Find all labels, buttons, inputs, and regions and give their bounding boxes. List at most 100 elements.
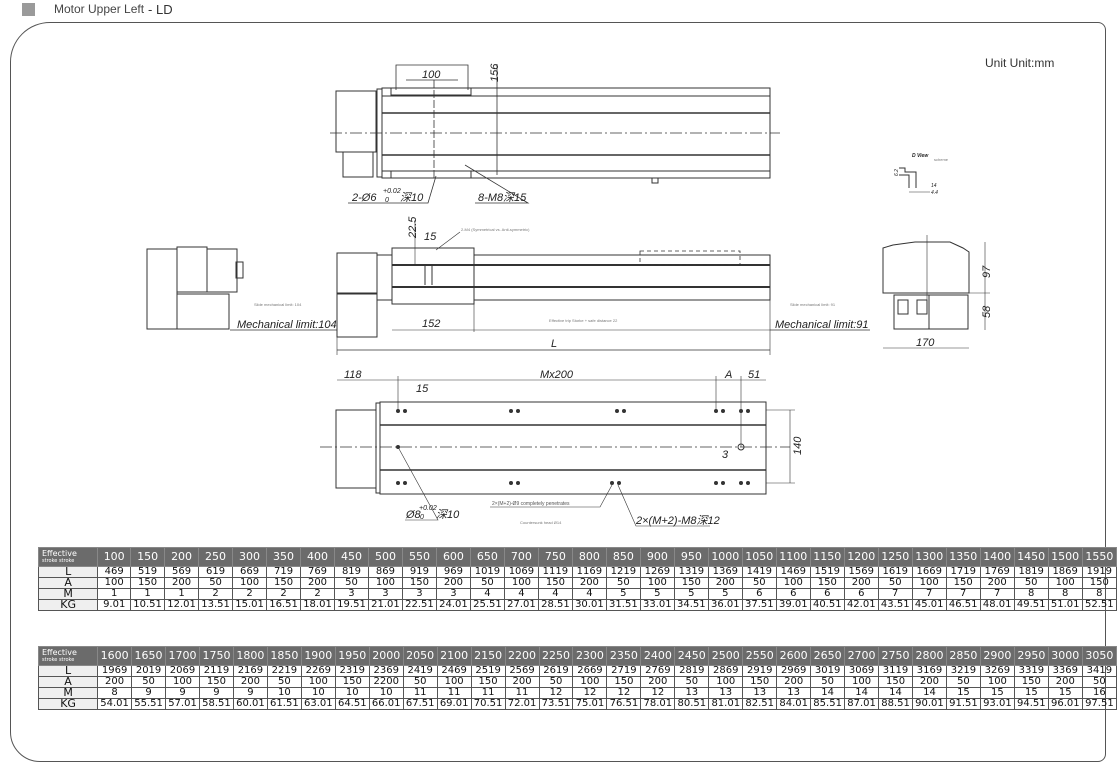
table-cell: 13 xyxy=(742,687,778,699)
table-cell: 52.51 xyxy=(1081,599,1117,611)
table-cell: 10 xyxy=(300,687,336,699)
table-cell: 11 xyxy=(402,687,438,699)
table-cell: 2 xyxy=(198,588,234,600)
table-cell: 11 xyxy=(470,687,506,699)
table-cell: 50 xyxy=(334,577,369,589)
table-cell: 1569 xyxy=(843,566,879,578)
table-cell: 2519 xyxy=(470,665,506,677)
table-cell: 25.51 xyxy=(469,599,505,611)
bolt-hole xyxy=(617,481,621,485)
table-cell: 100 xyxy=(708,676,744,688)
table-cell: 42.01 xyxy=(843,599,879,611)
table-cell: 150 xyxy=(198,676,234,688)
table-cell: 150 xyxy=(673,577,709,589)
bolt-holes xyxy=(396,409,750,485)
table-cell: 2 xyxy=(300,588,335,600)
table-cell: 569 xyxy=(164,566,200,578)
bolt-hole xyxy=(403,409,407,413)
table-cell: 91.51 xyxy=(945,698,981,710)
stroke-header: 1500 xyxy=(1047,547,1083,567)
section-title: Motor Upper Left xyxy=(54,2,145,16)
dim-170: 170 xyxy=(916,337,935,349)
stroke-header: 800 xyxy=(571,547,607,567)
table-cell: 14 xyxy=(810,687,846,699)
row-label: L xyxy=(37,566,99,578)
table-cell: 969 xyxy=(435,566,471,578)
table-cell: 3419 xyxy=(1081,665,1117,677)
table-cell: 1669 xyxy=(911,566,947,578)
table-cell: 2919 xyxy=(742,665,778,677)
table-cell: 97.51 xyxy=(1081,698,1117,710)
table-cell: 1719 xyxy=(945,566,981,578)
table-cell: 9 xyxy=(131,687,167,699)
table-cell: 2200 xyxy=(368,676,404,688)
stroke-header: 1300 xyxy=(911,547,947,567)
header-sub: stroke stroke xyxy=(42,657,75,663)
table-cell: 10.51 xyxy=(130,599,166,611)
stroke-header: 1000 xyxy=(707,547,743,567)
dim-15: 15 xyxy=(424,231,437,243)
stroke-header: 500 xyxy=(367,547,403,567)
stroke-header: 250 xyxy=(198,547,234,567)
table-cell: 200 xyxy=(1047,676,1083,688)
table-cell: 150 xyxy=(1013,676,1049,688)
dim-97: 97 xyxy=(981,265,993,278)
table-cell: 49.51 xyxy=(1013,599,1049,611)
table-cell: 150 xyxy=(809,577,845,589)
header-sub: stroke stroke xyxy=(42,558,75,564)
stroke-header: 1200 xyxy=(843,547,879,567)
dim-118: 118 xyxy=(344,369,362,381)
table-cell: 50 xyxy=(810,676,846,688)
table-cell: 2669 xyxy=(572,665,608,677)
mech-limit-left: Mechanical limit:104 xyxy=(237,319,337,331)
table-cell: 200 xyxy=(707,577,743,589)
table-cell: 8 xyxy=(97,687,133,699)
table-cell: 50 xyxy=(402,676,438,688)
table-cell: 48.01 xyxy=(979,599,1015,611)
table-cell: 3269 xyxy=(979,665,1015,677)
top-view xyxy=(330,64,780,204)
table-cell: 60.01 xyxy=(232,698,268,710)
table-cell: 150 xyxy=(401,577,437,589)
table-cell: 63.01 xyxy=(300,698,336,710)
d-view-sub: scheme xyxy=(934,157,949,162)
table-cell: 5 xyxy=(673,588,709,600)
table-cell: 200 xyxy=(843,577,879,589)
stroke-header: 2250 xyxy=(538,646,574,666)
table-cell: 51.01 xyxy=(1047,599,1083,611)
stroke-header: 2450 xyxy=(674,646,710,666)
table-cell: 67.51 xyxy=(402,698,438,710)
table-cell: 87.01 xyxy=(844,698,880,710)
table-cell: 1269 xyxy=(639,566,675,578)
stroke-header: 2350 xyxy=(606,646,642,666)
stroke-header: 2500 xyxy=(708,646,744,666)
dim-58: 58 xyxy=(981,305,993,318)
table-cell: 10 xyxy=(334,687,370,699)
table-cell: 6 xyxy=(843,588,879,600)
bolt-hole xyxy=(739,409,743,413)
slide-limit-left: Slide mechanical limit: 104 xyxy=(254,302,302,307)
table-cell: 13 xyxy=(708,687,744,699)
table-cell: 8 xyxy=(1047,588,1083,600)
bolt-hole xyxy=(610,481,614,485)
table-cell: 100 xyxy=(639,577,675,589)
bolt-hole xyxy=(746,481,750,485)
stroke-header: 950 xyxy=(673,547,709,567)
table-cell: 619 xyxy=(198,566,234,578)
stroke-header: 750 xyxy=(537,547,573,567)
table-cell: 150 xyxy=(334,676,370,688)
table-cell: 200 xyxy=(912,676,947,688)
table-cell: 150 xyxy=(266,577,302,589)
table-cell: 1619 xyxy=(877,566,913,578)
table-cell: 18.01 xyxy=(300,599,335,611)
table-cell: 150 xyxy=(537,577,573,589)
section-header: Motor Upper Left - LD xyxy=(22,2,173,17)
thru-note: 2×(M+2)-Ø9 completely penetrates xyxy=(492,501,570,507)
stroke-header: 200 xyxy=(164,547,200,567)
table-cell: 100 xyxy=(97,577,132,589)
